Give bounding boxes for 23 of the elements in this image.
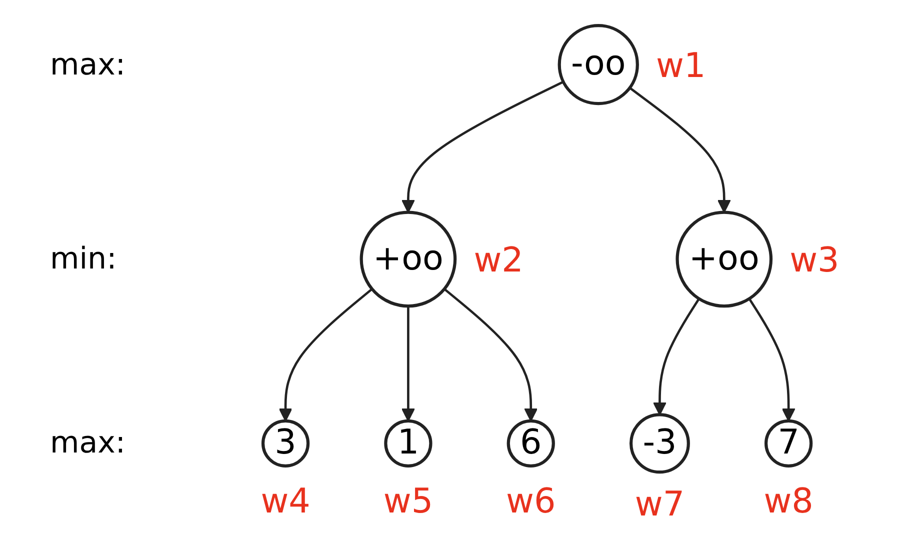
node-label: 7 bbox=[778, 424, 800, 463]
node-caption: w4 bbox=[260, 482, 310, 522]
node-caption: w5 bbox=[383, 482, 434, 522]
node-caption: w7 bbox=[634, 484, 685, 525]
level-label: min: bbox=[50, 242, 117, 277]
node-caption: w6 bbox=[506, 482, 556, 522]
arrow bbox=[629, 86, 731, 213]
node-caption: w2 bbox=[474, 240, 524, 281]
arrow bbox=[444, 288, 538, 422]
level-label: max: bbox=[50, 426, 126, 461]
arrow bbox=[652, 298, 700, 416]
arrow bbox=[401, 80, 564, 213]
arrow bbox=[278, 288, 373, 422]
node-label: -3 bbox=[642, 424, 677, 463]
arrow bbox=[748, 298, 796, 422]
node-label: 3 bbox=[274, 424, 296, 463]
arrow bbox=[401, 306, 416, 422]
node-caption: w1 bbox=[656, 46, 706, 86]
node-label: 1 bbox=[397, 424, 420, 463]
node-label: 6 bbox=[520, 424, 542, 463]
node-caption: w3 bbox=[790, 240, 840, 281]
node-caption: w8 bbox=[764, 482, 814, 522]
level-label: max: bbox=[50, 47, 126, 82]
